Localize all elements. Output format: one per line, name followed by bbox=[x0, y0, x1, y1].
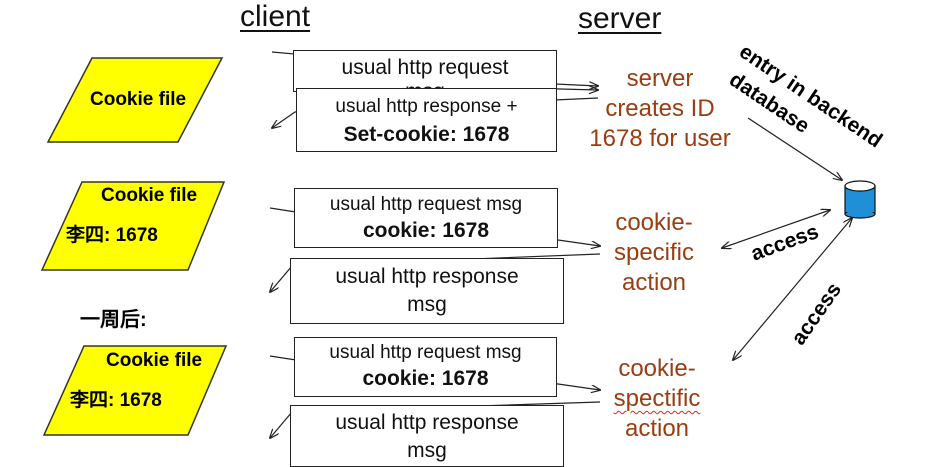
message-2-line2: Set-cookie: 1678 bbox=[343, 123, 510, 146]
client-header: client bbox=[240, 0, 311, 33]
server-action-3-line1: cookie- bbox=[618, 355, 696, 382]
message-3-line1: usual http request msg bbox=[329, 194, 523, 215]
cookie-file-shape-2 bbox=[40, 181, 226, 271]
message-box-1: usual http request msg bbox=[293, 50, 557, 92]
server-action-1-line3: 1678 for user bbox=[589, 125, 731, 152]
server-action-1-line1: server bbox=[626, 65, 694, 92]
request-arrow-1b bbox=[554, 84, 598, 86]
db-access-arrow-2 bbox=[733, 218, 852, 360]
message-6-line2: msg bbox=[407, 439, 447, 462]
message-box-5: usual http request msg cookie: 1678 bbox=[294, 337, 557, 397]
message-5-line2: cookie: 1678 bbox=[362, 367, 489, 390]
server-action-2-line3: action bbox=[621, 269, 687, 296]
server-action-cookie-specific-1: cookie- specific action bbox=[596, 208, 712, 298]
server-action-1-line2: creates ID bbox=[605, 95, 715, 122]
server-action-2-line1: cookie- bbox=[615, 209, 693, 236]
server-action-3-line3: action bbox=[624, 415, 690, 442]
cookie-file-shape-3 bbox=[42, 345, 228, 436]
server-header: server bbox=[578, 2, 662, 35]
server-action-cookie-specific-2: cookie- spectific action bbox=[598, 354, 716, 444]
server-action-create-id: server creates ID 1678 for user bbox=[580, 64, 740, 154]
message-box-2: usual http response + Set-cookie: 1678 bbox=[296, 88, 557, 152]
db-entry-arrow bbox=[747, 117, 842, 180]
message-2-line1: usual http response + bbox=[335, 96, 518, 117]
message-box-4: usual http response msg bbox=[290, 258, 564, 324]
database-cylinder-icon bbox=[844, 180, 876, 219]
message-box-6: usual http response msg bbox=[290, 405, 564, 467]
cookie-file-title-2: Cookie file bbox=[101, 185, 198, 206]
message-1-line2: msg bbox=[405, 80, 445, 92]
week-later-label: 一周后: bbox=[80, 309, 147, 331]
message-5-line1: usual http request msg bbox=[329, 342, 522, 363]
cookie-file-title-1: Cookie file bbox=[90, 89, 187, 110]
message-1-line1: usual http request bbox=[341, 56, 509, 79]
message-3-line2: cookie: 1678 bbox=[362, 219, 490, 242]
cookie-file-shape-1 bbox=[46, 57, 224, 143]
message-6-line1: usual http response bbox=[335, 411, 519, 434]
message-4-line1: usual http response bbox=[335, 265, 519, 288]
server-action-2-line2: specific bbox=[613, 239, 695, 266]
message-4-line2: msg bbox=[407, 293, 447, 316]
message-box-3: usual http request msg cookie: 1678 bbox=[294, 188, 558, 248]
cookie-file-title-3: Cookie file bbox=[106, 350, 203, 371]
cookie-file-id-3: 李四: 1678 bbox=[70, 390, 162, 411]
cookie-file-id-2: 李四: 1678 bbox=[66, 225, 158, 246]
server-action-3-line2: spectific bbox=[613, 385, 701, 412]
